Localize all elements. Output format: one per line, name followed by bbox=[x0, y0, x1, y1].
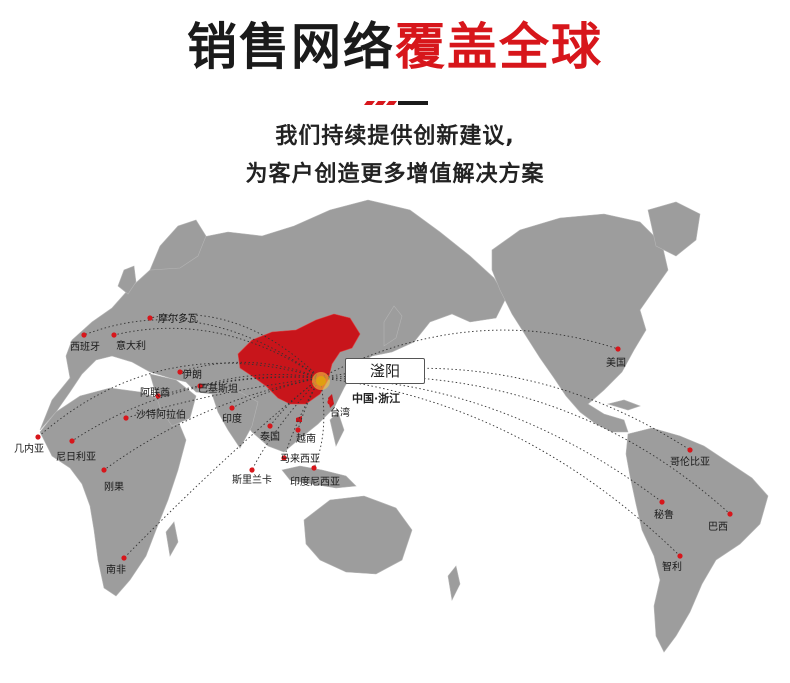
dot-uae bbox=[155, 393, 161, 399]
route-srilanka bbox=[251, 377, 321, 471]
label-colombia: 哥伦比亚 bbox=[670, 455, 710, 468]
hq-region-label: 中国·浙江 bbox=[352, 392, 401, 405]
north-america-landmass bbox=[491, 213, 669, 433]
label-thailand: 泰国 bbox=[260, 430, 280, 443]
label-spain: 西班牙 bbox=[70, 341, 100, 353]
label-pakistan: 巴基斯坦 bbox=[198, 382, 238, 395]
scandinavia-landmass bbox=[149, 219, 207, 271]
route-nigeria bbox=[71, 376, 321, 442]
dot-southafrica bbox=[121, 555, 127, 561]
hainan-region bbox=[296, 416, 302, 422]
page-title: 销售网络覆盖全球 bbox=[0, 12, 790, 82]
label-india: 印度 bbox=[222, 412, 242, 425]
label-taiwan: 台湾 bbox=[330, 406, 350, 419]
dot-congo bbox=[101, 467, 107, 473]
subtitle-line-1: 我们持续提供创新建议, bbox=[275, 124, 515, 149]
hq-city-box: 滏阳 bbox=[345, 358, 425, 384]
dot-chile bbox=[677, 553, 683, 559]
caribbean-landmass bbox=[606, 399, 641, 411]
india-landmass bbox=[211, 391, 259, 449]
dot-peru bbox=[659, 499, 665, 505]
dot-colombia bbox=[687, 447, 693, 453]
label-vietnam: 越南 bbox=[296, 432, 316, 445]
label-uae: 阿联酋 bbox=[140, 386, 170, 399]
route-guinea bbox=[37, 362, 321, 438]
dot-spain bbox=[81, 332, 87, 338]
dot-iran bbox=[177, 369, 183, 375]
label-srilanka: 斯里兰卡 bbox=[232, 473, 272, 486]
label-guinea: 几内亚 bbox=[14, 442, 44, 455]
dot-italy bbox=[111, 332, 117, 338]
label-malaysia: 马来西亚 bbox=[280, 453, 320, 465]
dot-indonesia bbox=[311, 465, 317, 471]
destination-labels: 西班牙 意大利 摩尔多瓦 伊朗 阿联酋 巴基斯坦 沙特阿拉伯 印度 泰国 越南 … bbox=[14, 312, 728, 576]
africa-landmass bbox=[39, 387, 187, 597]
hq-marker bbox=[316, 376, 326, 386]
dot-srilanka bbox=[249, 467, 255, 473]
destination-dots bbox=[35, 315, 733, 561]
madagascar-landmass bbox=[165, 521, 179, 557]
dot-nigeria bbox=[69, 438, 75, 444]
title-red-part: 覆盖全球 bbox=[395, 18, 603, 76]
route-spain bbox=[83, 319, 321, 379]
dot-malaysia bbox=[281, 455, 287, 461]
label-chile: 智利 bbox=[662, 560, 682, 573]
label-saudi: 沙特阿拉伯 bbox=[136, 408, 186, 421]
uk-landmass bbox=[117, 265, 137, 295]
label-congo: 刚果 bbox=[104, 481, 124, 493]
dot-moldova bbox=[147, 315, 153, 321]
dot-thailand bbox=[267, 423, 273, 429]
dot-india bbox=[229, 405, 235, 411]
route-indonesia bbox=[313, 377, 325, 469]
route-saudi bbox=[125, 377, 321, 419]
route-iran bbox=[179, 361, 321, 379]
dot-guinea bbox=[35, 434, 41, 440]
new-zealand-landmass bbox=[447, 565, 461, 601]
label-nigeria: 尼日利亚 bbox=[56, 451, 96, 463]
label-moldova: 摩尔多瓦 bbox=[158, 312, 198, 325]
title-black-part: 销售网络 bbox=[187, 18, 395, 76]
route-italy bbox=[113, 327, 321, 379]
route-peru bbox=[319, 377, 663, 503]
route-uae bbox=[157, 376, 321, 397]
route-southafrica bbox=[123, 377, 321, 559]
dot-saudi bbox=[123, 415, 129, 421]
dot-usa bbox=[615, 346, 621, 352]
label-usa: 美国 bbox=[606, 356, 626, 369]
indonesia-landmass bbox=[281, 465, 357, 489]
subtitle-line-2: 为客户创造更多增值解决方案 bbox=[245, 162, 545, 187]
label-italy: 意大利 bbox=[116, 339, 146, 352]
dot-pakistan bbox=[197, 383, 203, 389]
australia-landmass bbox=[303, 495, 413, 575]
route-pakistan bbox=[199, 373, 321, 387]
label-southafrica: 南非 bbox=[106, 563, 126, 576]
label-brazil: 巴西 bbox=[708, 521, 728, 533]
route-usa bbox=[319, 329, 619, 379]
south-america-landmass bbox=[625, 427, 769, 653]
greenland-landmass bbox=[647, 201, 701, 257]
japan-landmass bbox=[383, 305, 403, 347]
label-peru: 秘鲁 bbox=[654, 508, 674, 521]
philippines-landmass bbox=[329, 411, 345, 447]
arabia-landmass bbox=[149, 373, 197, 427]
title-divider bbox=[364, 101, 428, 105]
dot-taiwan bbox=[327, 399, 333, 405]
dot-vietnam bbox=[295, 427, 301, 433]
label-indonesia: 印度尼西亚 bbox=[290, 475, 340, 488]
land-masses bbox=[39, 199, 769, 653]
route-india bbox=[231, 377, 321, 409]
dot-brazil bbox=[727, 511, 733, 517]
label-iran: 伊朗 bbox=[182, 369, 202, 381]
